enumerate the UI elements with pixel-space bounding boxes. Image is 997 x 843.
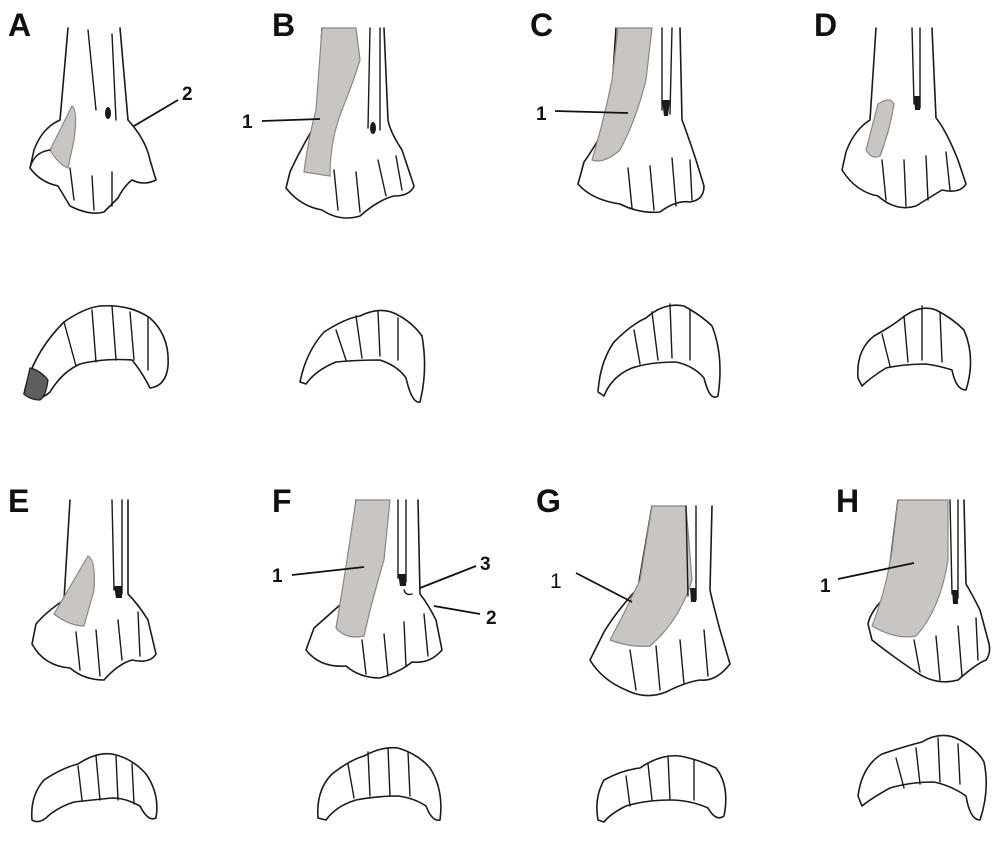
bone-view-top-f [306,500,442,678]
bone-view-top-h [868,500,990,682]
panel-c: C 1 [530,7,720,397]
panel-letter-h: H [836,483,859,519]
label-h-1: 1 [820,576,831,597]
bone-view-bottom-h [858,735,986,820]
panel-f: F 1 3 2 [272,483,497,820]
bone-view-top-a [30,28,156,213]
panel-a: A 2 [8,7,193,400]
panel-letter-d: D [814,7,837,43]
bone-view-bottom-c [598,304,720,397]
label-g-1: 1 [550,570,562,593]
panel-letter-f: F [272,483,292,519]
bone-view-bottom-e [32,754,157,822]
label-f-2: 2 [486,608,497,629]
bone-view-bottom-b [300,310,425,402]
bone-view-bottom-d [858,306,971,390]
panel-letter-a: A [8,7,31,43]
leader-g-1 [576,573,632,602]
bone-view-top-c [578,28,704,212]
bone-view-top-b [286,28,414,218]
panel-h: H 1 [820,483,990,820]
panel-letter-e: E [8,483,29,519]
bone-view-top-d [842,28,966,208]
bone-view-top-g [590,506,730,696]
bone-view-bottom-f [318,748,441,821]
leader-f-3 [420,566,476,588]
label-c-1: 1 [536,104,547,125]
label-a-2: 2 [182,84,193,105]
label-b-1: 1 [242,112,253,133]
panel-letter-b: B [272,7,295,43]
leader-f-2 [434,606,480,614]
leader-a-2 [134,100,178,126]
panel-letter-c: C [530,7,553,43]
bone-view-bottom-g [597,756,726,822]
panel-g: G 1 [536,483,730,822]
panel-letter-g: G [536,483,561,519]
label-f-3: 3 [480,554,491,575]
bone-view-top-e [32,500,156,680]
label-f-1: 1 [272,566,283,587]
panel-d: D [814,7,971,390]
panel-e: E [8,483,157,822]
bone-view-bottom-a [24,306,168,400]
leader-b-1 [262,119,320,121]
panel-b: B 1 [242,7,425,402]
